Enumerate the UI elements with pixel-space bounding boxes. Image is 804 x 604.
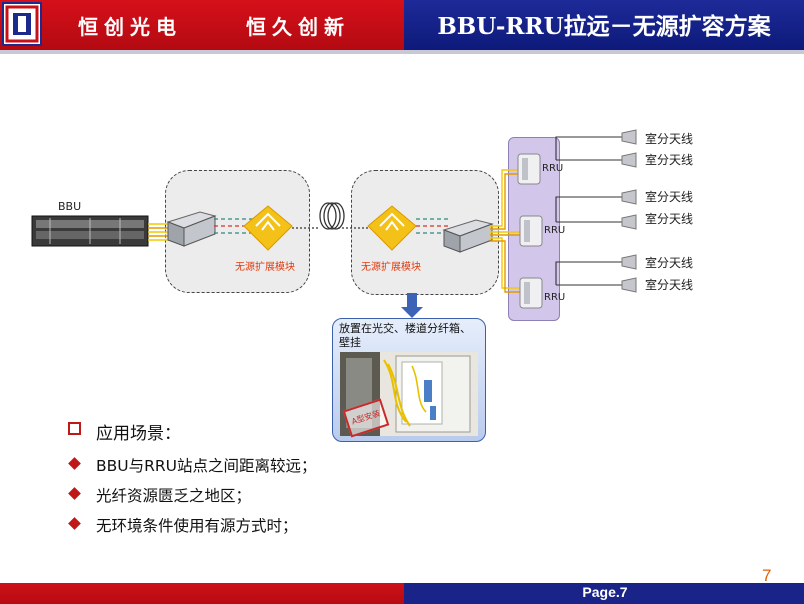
antenna-label-4: 室分天线 [645, 212, 694, 226]
down-arrow-icon [401, 293, 423, 318]
page-label: Page.7 [582, 584, 628, 600]
rru-label-1: RRU [542, 163, 564, 174]
right-optical-converter-icon [442, 219, 494, 253]
left-module-label: 无源扩展模块 [235, 262, 295, 273]
rru-label-3: RRU [544, 292, 566, 303]
fiber-coil-icon [319, 202, 345, 230]
header-blue-band [404, 0, 804, 50]
antenna-icons [621, 129, 637, 293]
right-module-label: 无源扩展模块 [361, 262, 421, 273]
bbu-icon [31, 215, 149, 247]
antenna-label-3: 室分天线 [645, 190, 694, 204]
page-number: 7 [762, 566, 772, 585]
rru-label-2: RRU [544, 225, 566, 236]
bullet-heading: 应用场景： [96, 424, 181, 444]
rru-unit-3-icon [519, 277, 543, 309]
antenna-label-1: 室分天线 [645, 132, 694, 146]
antenna-label-2: 室分天线 [645, 153, 694, 167]
antenna-label-5: 室分天线 [645, 256, 694, 270]
footer-blue-band [404, 583, 804, 604]
antenna-label-6: 室分天线 [645, 278, 694, 292]
left-optical-converter-icon [166, 211, 217, 247]
right-passive-module-icon [367, 205, 417, 251]
left-passive-module-icon [243, 205, 293, 251]
header-divider [0, 50, 804, 54]
callout-text: 放置在光交、楼道分纤箱、壁挂 [339, 322, 471, 349]
bbu-label: BBU [58, 200, 82, 213]
bullet-item-1: BBU与RRU站点之间距离较远； [96, 457, 317, 475]
company-logo-icon [2, 2, 42, 46]
header-red-band [0, 0, 404, 50]
antenna-feeder-lines [555, 136, 622, 286]
rru-unit-1-icon [517, 153, 541, 185]
page-title: BBU-RRU拉远－无源扩容方案 [437, 13, 771, 40]
rru-fiber-lines [490, 169, 520, 293]
rru-unit-2-icon [519, 215, 543, 247]
footer-red-band [0, 583, 404, 604]
square-bullet-icon [68, 422, 81, 435]
slogan-left: 恒创光电 [78, 15, 182, 39]
bullet-item-3: 无环境条件使用有源方式时； [96, 517, 298, 535]
slogan-right: 恒久创新 [246, 15, 350, 39]
bullet-item-2: 光纤资源匮乏之地区； [96, 487, 252, 505]
